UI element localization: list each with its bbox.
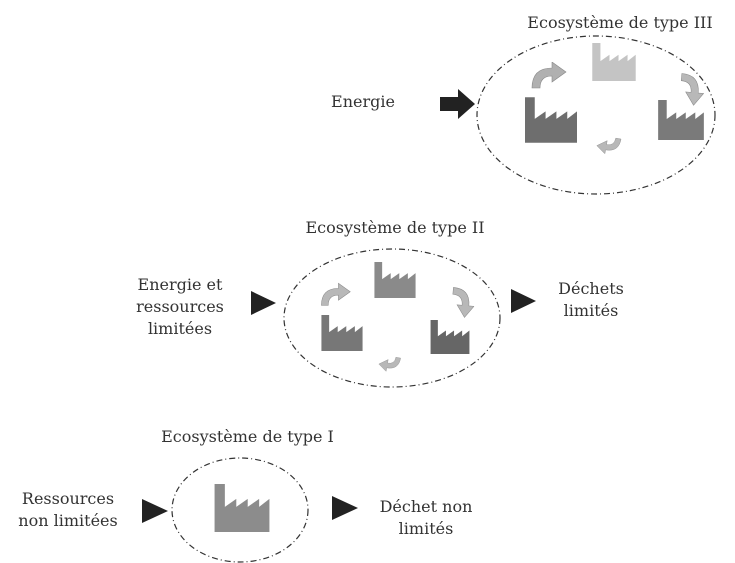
type1-input-label: Ressources non limitées xyxy=(0,488,136,532)
type1-input-line: Ressources xyxy=(21,489,115,508)
type2-output-line: limités xyxy=(563,301,619,320)
type2-input-label: Energie et ressources limitées xyxy=(120,274,240,340)
cycle-arrow-icon xyxy=(450,287,476,319)
cycle-arrow-icon xyxy=(377,353,402,375)
type3-group xyxy=(440,35,716,195)
type2-ellipse xyxy=(283,248,501,388)
type1-ellipse xyxy=(171,457,309,563)
type2-output-label: Déchets limités xyxy=(541,278,641,322)
factory-icon xyxy=(214,484,270,532)
type3-ellipse xyxy=(476,35,716,195)
type1-input-arrow xyxy=(142,499,168,523)
type1-output-arrow xyxy=(332,496,358,520)
type2-group xyxy=(251,248,536,388)
type2-input-line: ressources xyxy=(136,297,224,316)
cycle-arrow-icon xyxy=(531,62,567,89)
type1-group xyxy=(142,457,358,563)
type2-input-line: Energie et xyxy=(137,275,223,294)
factory-icon xyxy=(321,315,363,351)
type3-input-arrow xyxy=(440,89,475,119)
factory-icon xyxy=(658,100,704,140)
type1-output-line: Déchet non xyxy=(379,497,473,516)
type1-output-label: Déchet non limités xyxy=(366,496,486,540)
cycle-arrow-icon xyxy=(594,134,622,157)
type1-output-line: limités xyxy=(398,519,454,538)
type3-input-label: Energie xyxy=(331,92,395,111)
type2-output-arrow xyxy=(511,289,536,313)
type2-title: Ecosystème de type II xyxy=(305,218,485,237)
cycle-arrow-icon xyxy=(320,282,351,306)
factory-icon xyxy=(374,262,416,298)
type1-input-line: non limitées xyxy=(18,511,118,530)
type3-title: Ecosystème de type III xyxy=(527,13,713,32)
type2-input-arrow xyxy=(251,291,276,315)
type2-output-line: Déchets xyxy=(558,279,624,298)
factory-icon xyxy=(430,320,470,354)
type2-input-line: limitées xyxy=(147,319,213,338)
type1-title: Ecosystème de type I xyxy=(161,427,334,446)
factory-icon xyxy=(592,43,636,81)
factory-icon xyxy=(525,97,577,143)
